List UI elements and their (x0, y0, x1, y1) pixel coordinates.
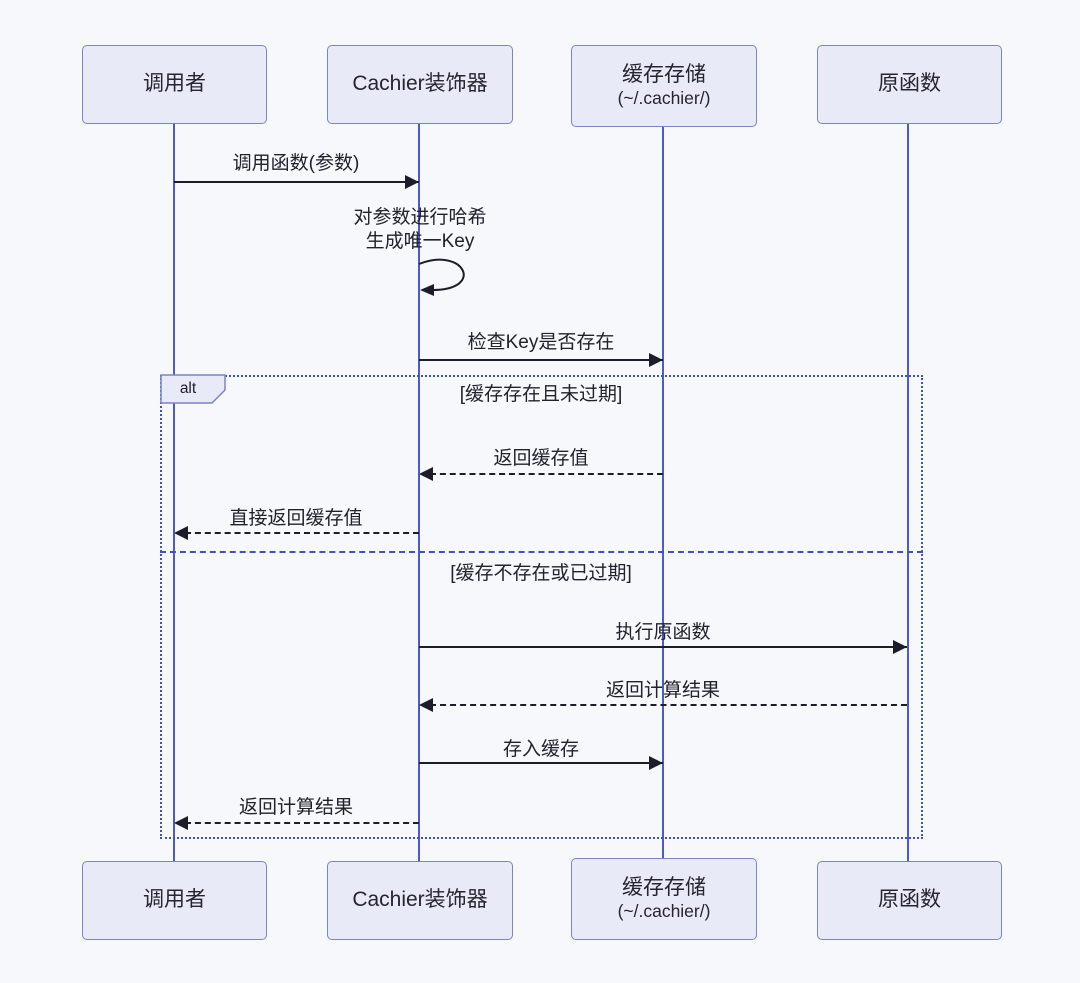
participant-caller-bottom: 调用者 (82, 861, 267, 940)
message-label-return-cached-direct: 直接返回缓存值 (229, 508, 363, 529)
message-label-execute-original: 执行原函数 (615, 622, 711, 643)
participant-caller-top: 调用者 (82, 45, 267, 124)
arrowhead-right-icon (893, 640, 907, 654)
alt-tag-shape (160, 374, 226, 404)
participant-sublabel: (~/.cachier/) (617, 88, 711, 109)
participant-decorator-bottom: Cachier装饰器 (327, 861, 513, 940)
arrowhead-left-icon (419, 467, 433, 481)
message-label-return-cached: 返回缓存值 (493, 448, 589, 469)
message-label-return-result-caller: 返回计算结果 (238, 797, 353, 818)
arrowhead-right-icon (405, 175, 419, 189)
self-loop-arrow-icon (418, 258, 465, 296)
message-line-store-cache (419, 762, 663, 764)
message-label-check-key: 检查Key是否存在 (467, 332, 615, 353)
participant-label: 调用者 (143, 72, 206, 96)
message-label-store-cache: 存入缓存 (502, 739, 579, 760)
arrowhead-right-icon (649, 353, 663, 367)
participant-original-function-top: 原函数 (817, 45, 1002, 124)
participant-original-function-bottom: 原函数 (817, 861, 1002, 940)
message-label-call-function: 调用函数(参数) (232, 153, 360, 174)
lifeline-decorator (418, 124, 420, 861)
participant-label: 缓存存储 (622, 875, 706, 899)
alt-divider (160, 551, 923, 553)
arrowhead-right-icon (649, 756, 663, 770)
message-line-return-result-caller (185, 822, 419, 824)
message-line-return-cached-direct (185, 532, 419, 534)
message-line-check-key (419, 359, 663, 361)
message-line-return-cached (430, 473, 663, 475)
participant-label: 调用者 (143, 888, 206, 912)
participant-label: 缓存存储 (622, 62, 706, 86)
participant-cache-storage-bottom: 缓存存储 (~/.cachier/) (571, 858, 757, 940)
message-line-execute-original (419, 646, 907, 648)
message-label-hash-key: 对参数进行哈希 生成唯一Key (320, 206, 520, 254)
message-line-return-result (430, 704, 907, 706)
participant-label: Cachier装饰器 (352, 888, 488, 912)
participant-label: 原函数 (878, 888, 941, 912)
lifeline-cache-storage (662, 124, 664, 861)
participant-decorator-top: Cachier装饰器 (327, 45, 513, 124)
lifeline-caller (173, 124, 175, 861)
arrowhead-left-icon (174, 816, 188, 830)
alt-guard-cache-hit: [缓存存在且未过期] (459, 384, 623, 405)
lifeline-original-function (907, 124, 909, 861)
alt-guard-cache-miss: [缓存不存在或已过期] (450, 563, 632, 584)
participant-sublabel: (~/.cachier/) (617, 901, 711, 922)
participant-cache-storage-top: 缓存存储 (~/.cachier/) (571, 45, 757, 127)
participant-label: Cachier装饰器 (352, 72, 488, 96)
alt-fragment-frame (160, 375, 923, 839)
alt-tag-label: alt (179, 380, 197, 397)
participant-label: 原函数 (878, 72, 941, 96)
hash-line-2: 生成唯一Key (365, 231, 475, 252)
hash-line-1: 对参数进行哈希 (353, 207, 487, 228)
message-line-call-function (174, 181, 419, 183)
arrowhead-left-icon (174, 526, 188, 540)
arrowhead-left-icon (419, 698, 433, 712)
message-label-return-result: 返回计算结果 (605, 680, 720, 701)
